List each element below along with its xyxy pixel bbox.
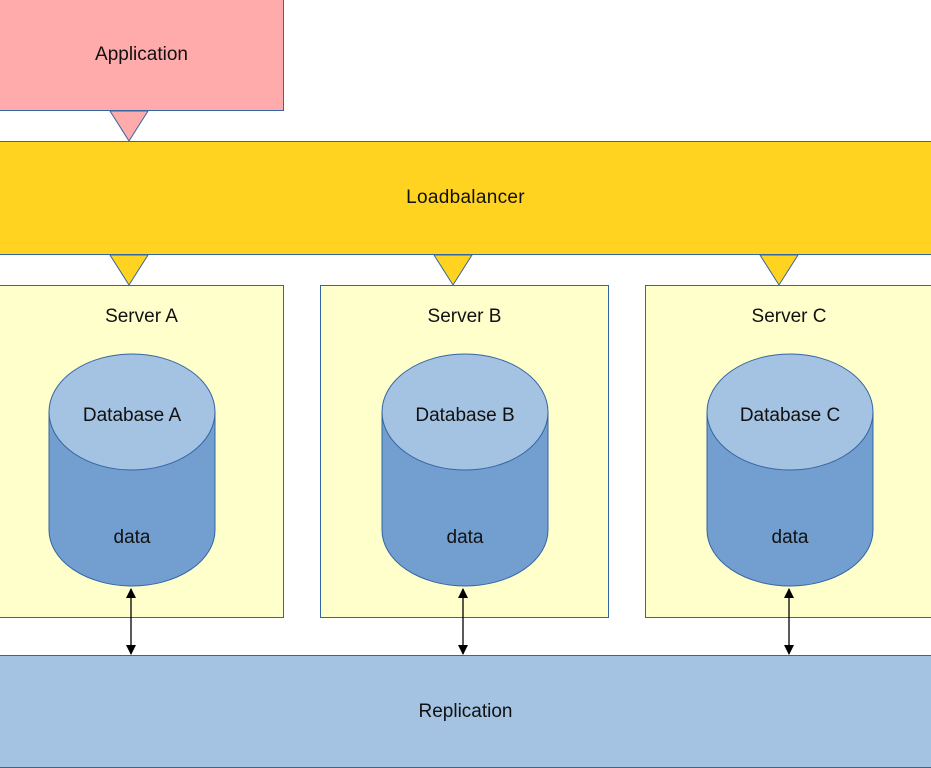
application-box: Application [0, 0, 284, 111]
lb-to-server-b-connector [433, 254, 473, 286]
server-c-box: Server C [645, 285, 931, 618]
server-b-title: Server B [427, 306, 502, 327]
lb-to-server-c-connector [759, 254, 799, 286]
loadbalancer-label: Loadbalancer [406, 187, 525, 208]
server-a-title: Server A [105, 306, 178, 327]
app-to-lb-connector [109, 110, 149, 142]
application-label: Application [95, 44, 188, 65]
replication-box: Replication [0, 655, 931, 768]
server-b-box: Server B [320, 285, 609, 618]
replication-label: Replication [418, 700, 513, 722]
loadbalancer-box: Loadbalancer [0, 141, 931, 255]
server-a-box: Server A [0, 285, 284, 618]
server-c-title: Server C [751, 306, 827, 327]
lb-to-server-a-connector [109, 254, 149, 286]
